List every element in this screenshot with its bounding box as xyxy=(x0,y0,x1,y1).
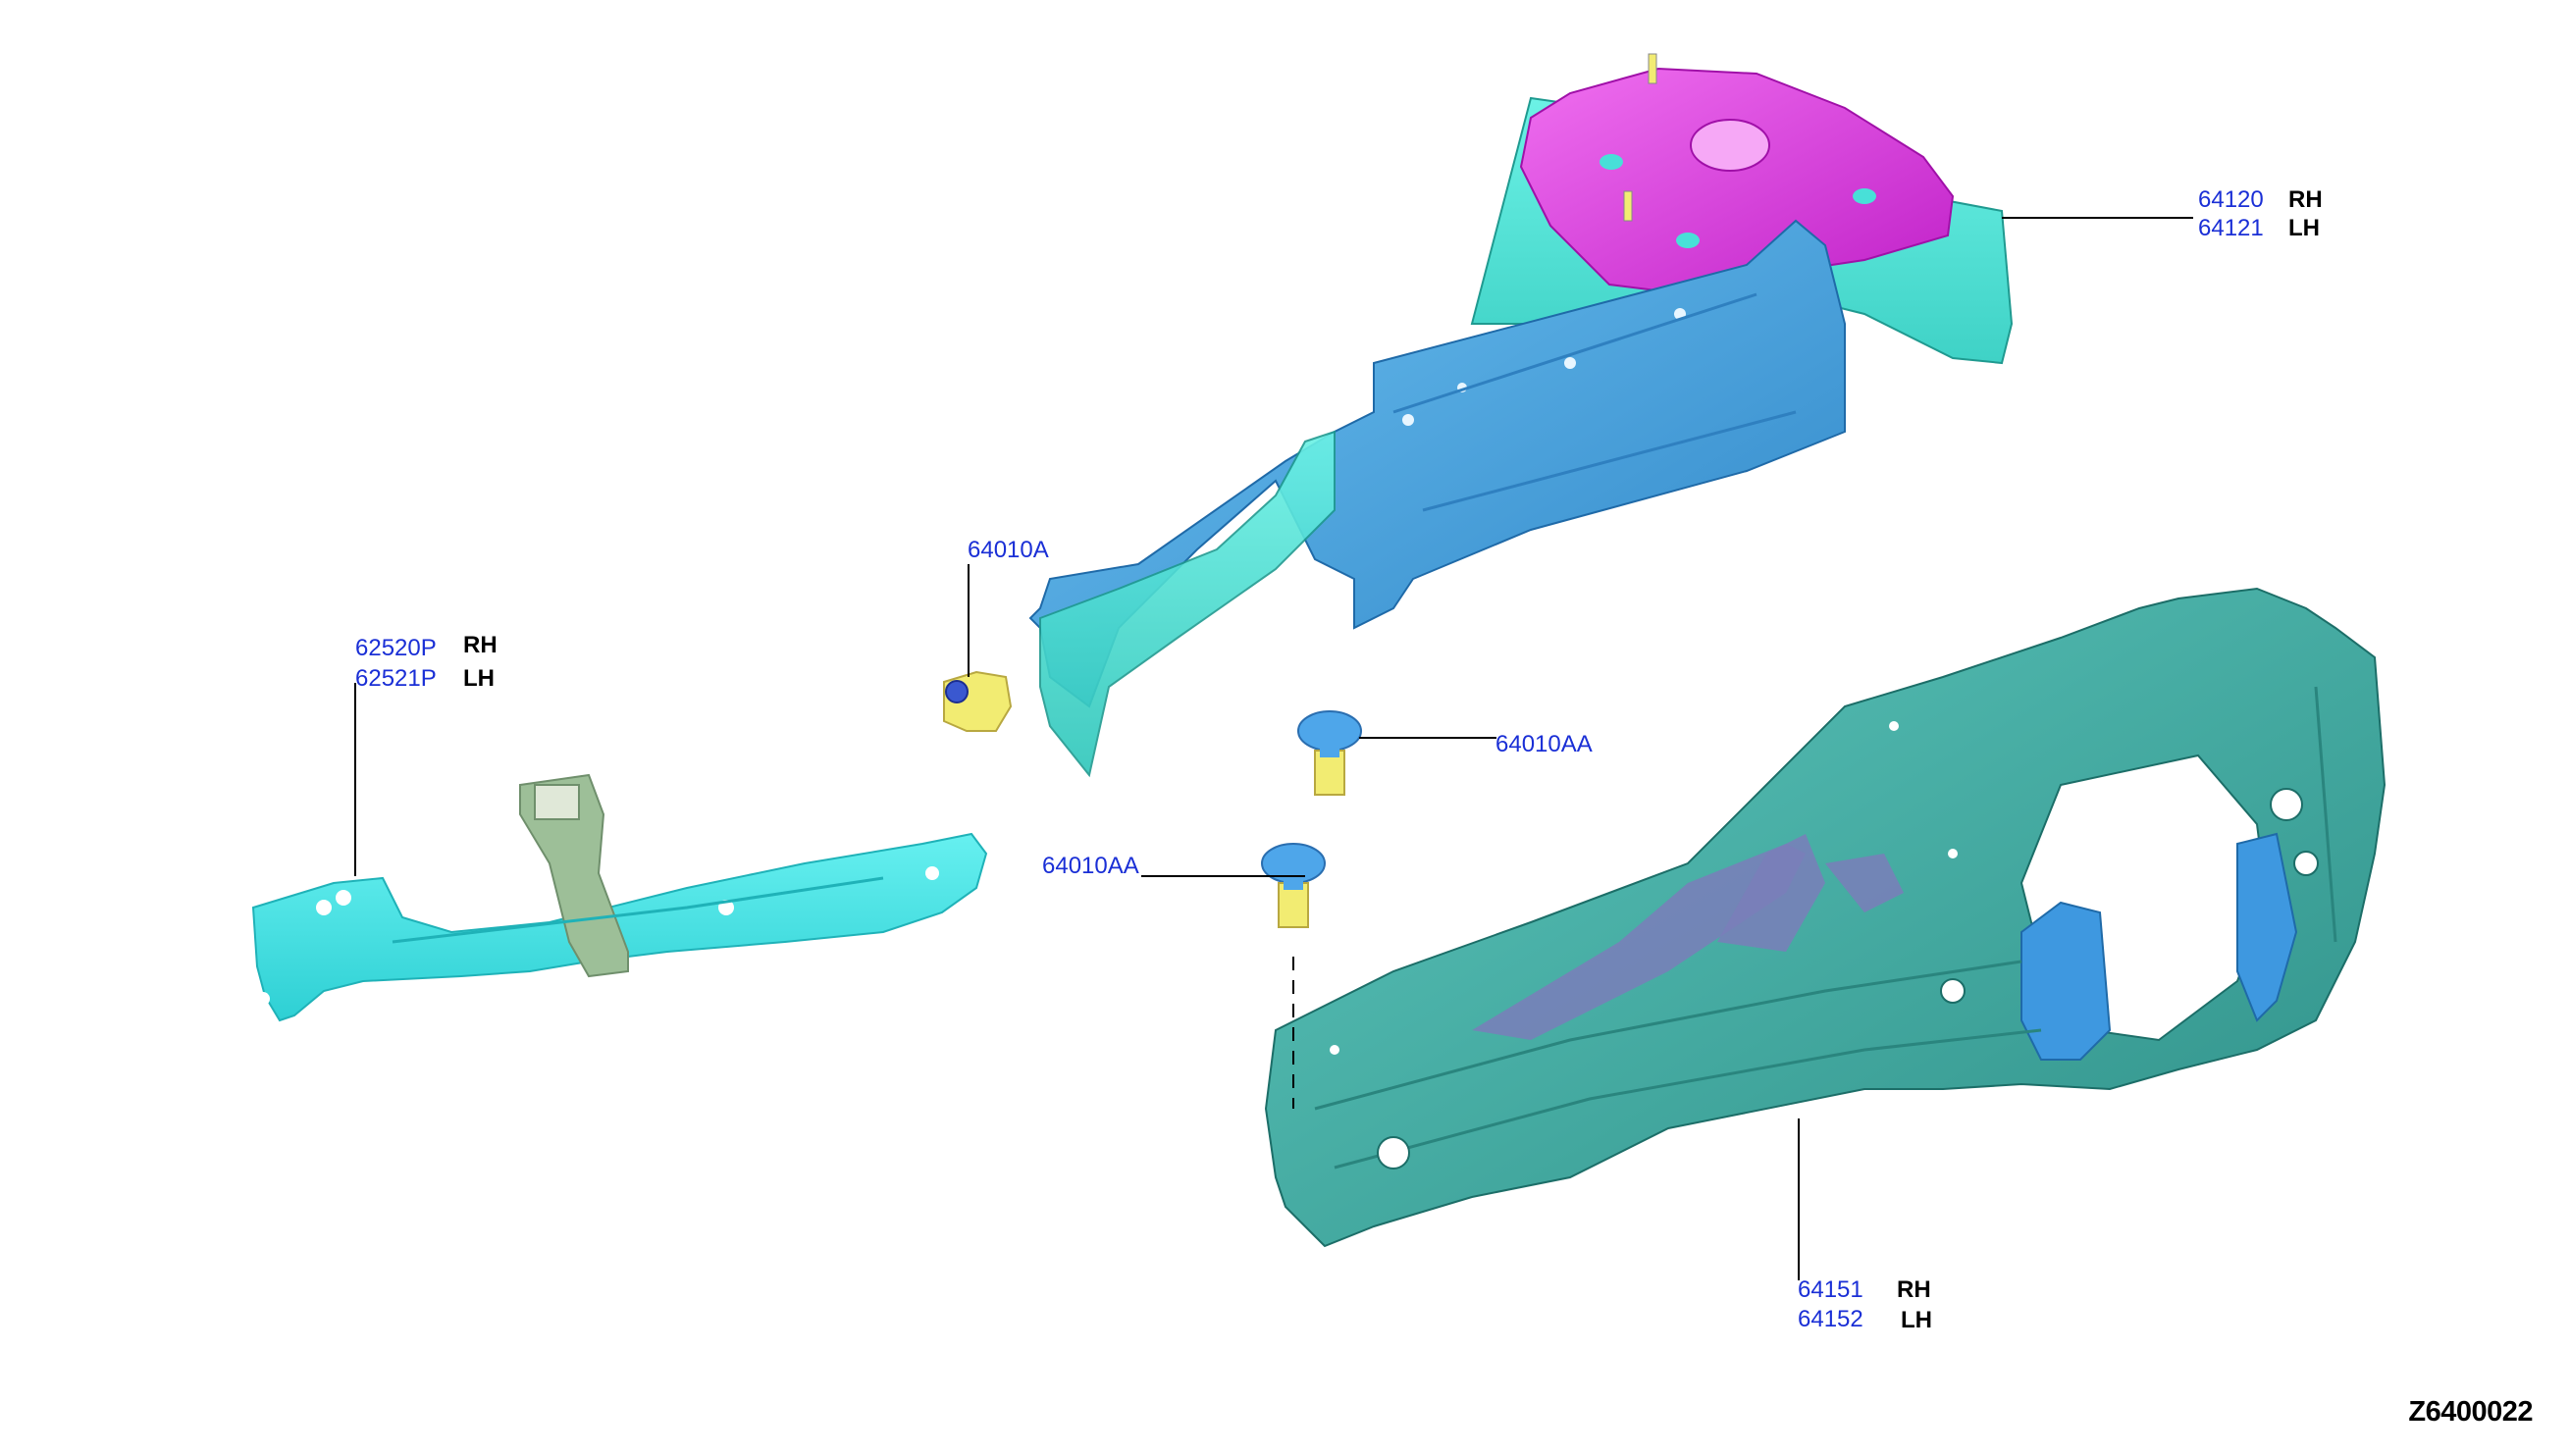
part-number-hoodledge-lh[interactable]: 64121 xyxy=(2198,215,2264,241)
sidemember-hole xyxy=(2293,851,2319,876)
sidemember-rib xyxy=(1314,960,2022,1111)
side-label-rh: RH xyxy=(1897,1276,1931,1303)
side-label-lh: LH xyxy=(1901,1307,1932,1333)
sidemember-brace xyxy=(1717,834,1825,952)
part-number-bracket-rh[interactable]: 62520P xyxy=(355,635,437,661)
bolt-upper[interactable] xyxy=(1297,710,1362,796)
strut-tower-hole xyxy=(1676,233,1700,248)
hoodledge-hole xyxy=(1143,709,1153,719)
sidemember-rib xyxy=(2314,686,2337,943)
side-label-rh: RH xyxy=(463,632,498,658)
hoodledge-cyan-flange xyxy=(1039,430,1336,778)
diagram-code: Z6400022 xyxy=(2408,1396,2533,1428)
bolt-neck xyxy=(1320,746,1339,757)
stud xyxy=(1648,53,1657,84)
bracket-vertical-stay xyxy=(519,773,629,978)
part-number-sidemember-rh[interactable]: 64151 xyxy=(1798,1276,1863,1303)
bolt-neck xyxy=(1284,878,1303,890)
side-label-lh: LH xyxy=(463,665,495,692)
bracket-rib xyxy=(392,876,884,944)
front-sidemember-assembly[interactable] xyxy=(1264,587,2386,1248)
bolt-lower[interactable] xyxy=(1261,843,1326,928)
bracket-hole xyxy=(316,900,332,915)
bracket-hole xyxy=(256,992,270,1006)
sidemember-hole xyxy=(1889,721,1899,731)
bracket-hole xyxy=(336,890,351,906)
strut-tower-center-hole xyxy=(1690,119,1770,172)
sidemember-hole xyxy=(1948,849,1958,858)
hoodledge-hole xyxy=(1208,647,1226,664)
bolt-shank xyxy=(1314,750,1345,796)
sidemember-hole xyxy=(1330,1045,1339,1055)
sidemember-hole xyxy=(1377,1136,1410,1170)
sidemember-body xyxy=(1264,587,2386,1248)
side-label-rh: RH xyxy=(2288,186,2323,213)
sidemember-brace xyxy=(1472,844,1806,1040)
hoodledge-hole xyxy=(1564,357,1576,369)
hoodledge-rib xyxy=(1392,292,1757,414)
bolt-shank xyxy=(1278,882,1309,928)
leader-lines xyxy=(354,217,2193,1280)
sidemember-bracket xyxy=(2236,832,2298,1022)
sidemember-hole xyxy=(1940,978,1966,1004)
hoodledge-blue-panel xyxy=(1028,219,1846,708)
strut-tower-hole xyxy=(1853,188,1876,204)
strut-tower-top xyxy=(1519,67,1955,296)
part-number-hoodledge-rh[interactable]: 64120 xyxy=(2198,186,2264,213)
bracket-stay-clip xyxy=(534,784,580,820)
part-number-sidemember-lh[interactable]: 64152 xyxy=(1798,1306,1863,1332)
hoodledge-hole xyxy=(1402,414,1414,426)
nut-face xyxy=(945,680,969,703)
nut-64010a[interactable] xyxy=(943,670,1013,732)
bolt-flange xyxy=(1297,710,1362,752)
sidemember-rib xyxy=(1334,1028,2042,1170)
strut-tower-hole xyxy=(1600,154,1623,170)
sidemember-hole xyxy=(2270,788,2303,821)
radiator-core-bracket[interactable] xyxy=(251,773,988,1022)
part-number-bolt-upper[interactable]: 64010AA xyxy=(1495,731,1593,757)
part-number-nut[interactable]: 64010A xyxy=(968,537,1049,563)
hoodledge-assembly[interactable] xyxy=(1028,53,2014,778)
hoodledge-rib xyxy=(1422,410,1797,512)
side-label-lh: LH xyxy=(2288,215,2320,241)
sidemember-brace xyxy=(1825,854,1904,912)
stud xyxy=(1623,190,1633,222)
sidemember-bracket xyxy=(2020,901,2112,1061)
part-number-bracket-lh[interactable]: 62521P xyxy=(355,665,437,692)
part-number-bolt-lower[interactable]: 64010AA xyxy=(1042,853,1139,879)
bracket-hole xyxy=(925,866,939,880)
